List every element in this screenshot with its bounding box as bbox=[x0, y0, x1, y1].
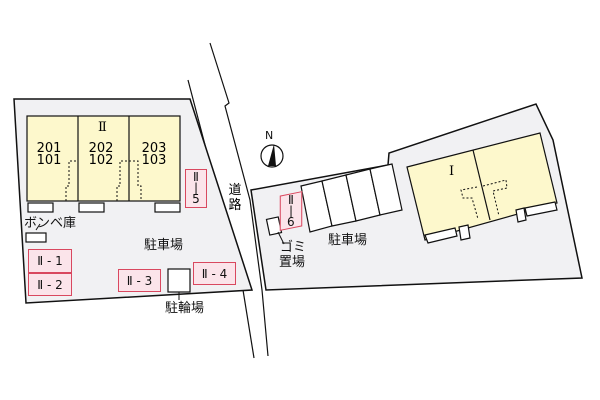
parking-space-2-5: Ⅱ | 5 bbox=[185, 169, 207, 208]
parking-space-2-2: Ⅱ - 2 bbox=[28, 273, 72, 296]
parking-space-2-4: Ⅱ - 4 bbox=[193, 262, 236, 285]
right-parking-stalls bbox=[300, 163, 403, 233]
parking-space-2-3: Ⅱ - 3 bbox=[118, 269, 161, 292]
building-1-stairs bbox=[460, 179, 508, 220]
garbage-label-line2: 置場 bbox=[279, 255, 306, 270]
bicycle-parking-box bbox=[167, 268, 191, 293]
road-label: 道路 bbox=[228, 183, 242, 213]
building-1-mark: I bbox=[449, 164, 455, 179]
building-2-outline bbox=[26, 115, 181, 202]
garbage-label-line1: ゴミ bbox=[280, 240, 307, 255]
building-1-balconies bbox=[424, 201, 558, 244]
building-2-balconies bbox=[27, 202, 181, 213]
building-2-stairs bbox=[65, 160, 142, 201]
cylinder-storage-box bbox=[25, 232, 47, 243]
compass-north-label: N bbox=[265, 129, 274, 142]
bicycle-parking-label: 駐輪場 bbox=[165, 301, 205, 316]
parking-space-2-1: Ⅱ - 1 bbox=[28, 249, 72, 273]
building-2-mark: Ⅱ bbox=[98, 120, 107, 135]
north-arrow-icon bbox=[260, 144, 284, 168]
left-parking-label: 駐車場 bbox=[144, 238, 184, 253]
parking-space-2-6: Ⅱ | 6 bbox=[279, 191, 303, 231]
right-parking-label: 駐車場 bbox=[328, 233, 368, 248]
cylinder-storage-label: ボンベ庫 bbox=[24, 216, 77, 231]
